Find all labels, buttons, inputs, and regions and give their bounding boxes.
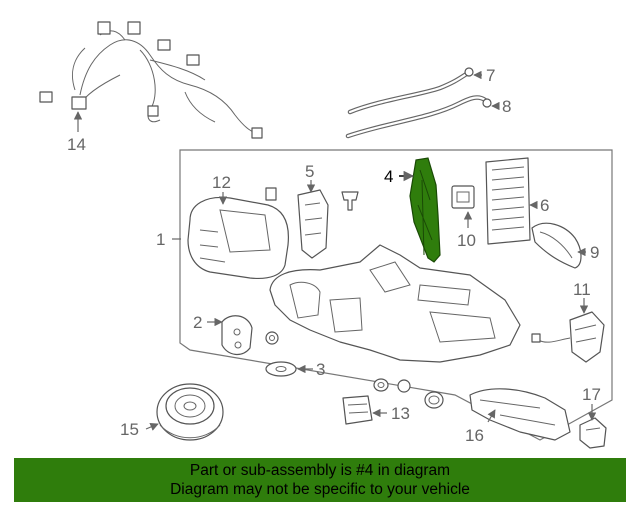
- callout-16[interactable]: 16: [465, 426, 484, 445]
- actuator-part-5[interactable]: [297, 189, 329, 259]
- callout-17[interactable]: 17: [582, 385, 601, 404]
- callout-4[interactable]: 4: [384, 167, 393, 186]
- grommet-parts[interactable]: [265, 331, 444, 409]
- actuator-part-11[interactable]: [531, 311, 605, 363]
- leader-lines: [73, 70, 597, 431]
- callout-9[interactable]: 9: [590, 243, 599, 262]
- bracket-part-2[interactable]: [221, 315, 253, 355]
- duct-part-16[interactable]: [469, 388, 571, 441]
- part-info-banner: Part or sub-assembly is #4 in diagram Di…: [14, 458, 626, 502]
- hose-part-8[interactable]: [345, 95, 492, 139]
- callout-2[interactable]: 2: [193, 313, 202, 332]
- seal-part-3[interactable]: [265, 361, 297, 377]
- callout-5[interactable]: 5: [305, 162, 314, 181]
- hose-part-7[interactable]: [347, 67, 474, 115]
- banner-line-part: Part or sub-assembly is #4 in diagram: [189, 462, 451, 479]
- callout-8[interactable]: 8: [502, 97, 511, 116]
- callout-13[interactable]: 13: [391, 404, 410, 423]
- resistor-part-13[interactable]: [342, 395, 373, 425]
- sensor-part-17[interactable]: [579, 417, 607, 449]
- callout-6[interactable]: 6: [540, 196, 549, 215]
- callout-7[interactable]: 7: [486, 66, 495, 85]
- callout-12[interactable]: 12: [212, 173, 231, 192]
- highlighted-part-4[interactable]: [409, 157, 441, 263]
- callout-3[interactable]: 3: [316, 360, 325, 379]
- clip-part[interactable]: [265, 187, 359, 211]
- callout-11[interactable]: 11: [573, 280, 591, 299]
- heater-core-part-6[interactable]: [485, 157, 531, 245]
- duct-part-9[interactable]: [531, 222, 582, 269]
- hvac-case[interactable]: [269, 244, 521, 363]
- wiring-harness-part[interactable]: [39, 21, 263, 139]
- callout-1[interactable]: 1: [156, 230, 165, 249]
- callout-14[interactable]: 14: [67, 135, 86, 154]
- callout-labels: 1 2 3 4 5 6 7 8 9 10 11 12 13 14 15 16 1…: [67, 66, 601, 445]
- blower-motor-part-15[interactable]: [156, 383, 224, 441]
- module-part-10[interactable]: [451, 185, 475, 209]
- parts-diagram: 1 2 3 4 5 6 7 8 9 10 11 12 13 14 15 16 1…: [39, 21, 613, 449]
- callout-15[interactable]: 15: [120, 420, 139, 439]
- housing-half-part-12[interactable]: [187, 196, 290, 280]
- callout-10[interactable]: 10: [457, 231, 476, 250]
- banner-line-disclaimer: Diagram may not be specific to your vehi…: [170, 481, 470, 498]
